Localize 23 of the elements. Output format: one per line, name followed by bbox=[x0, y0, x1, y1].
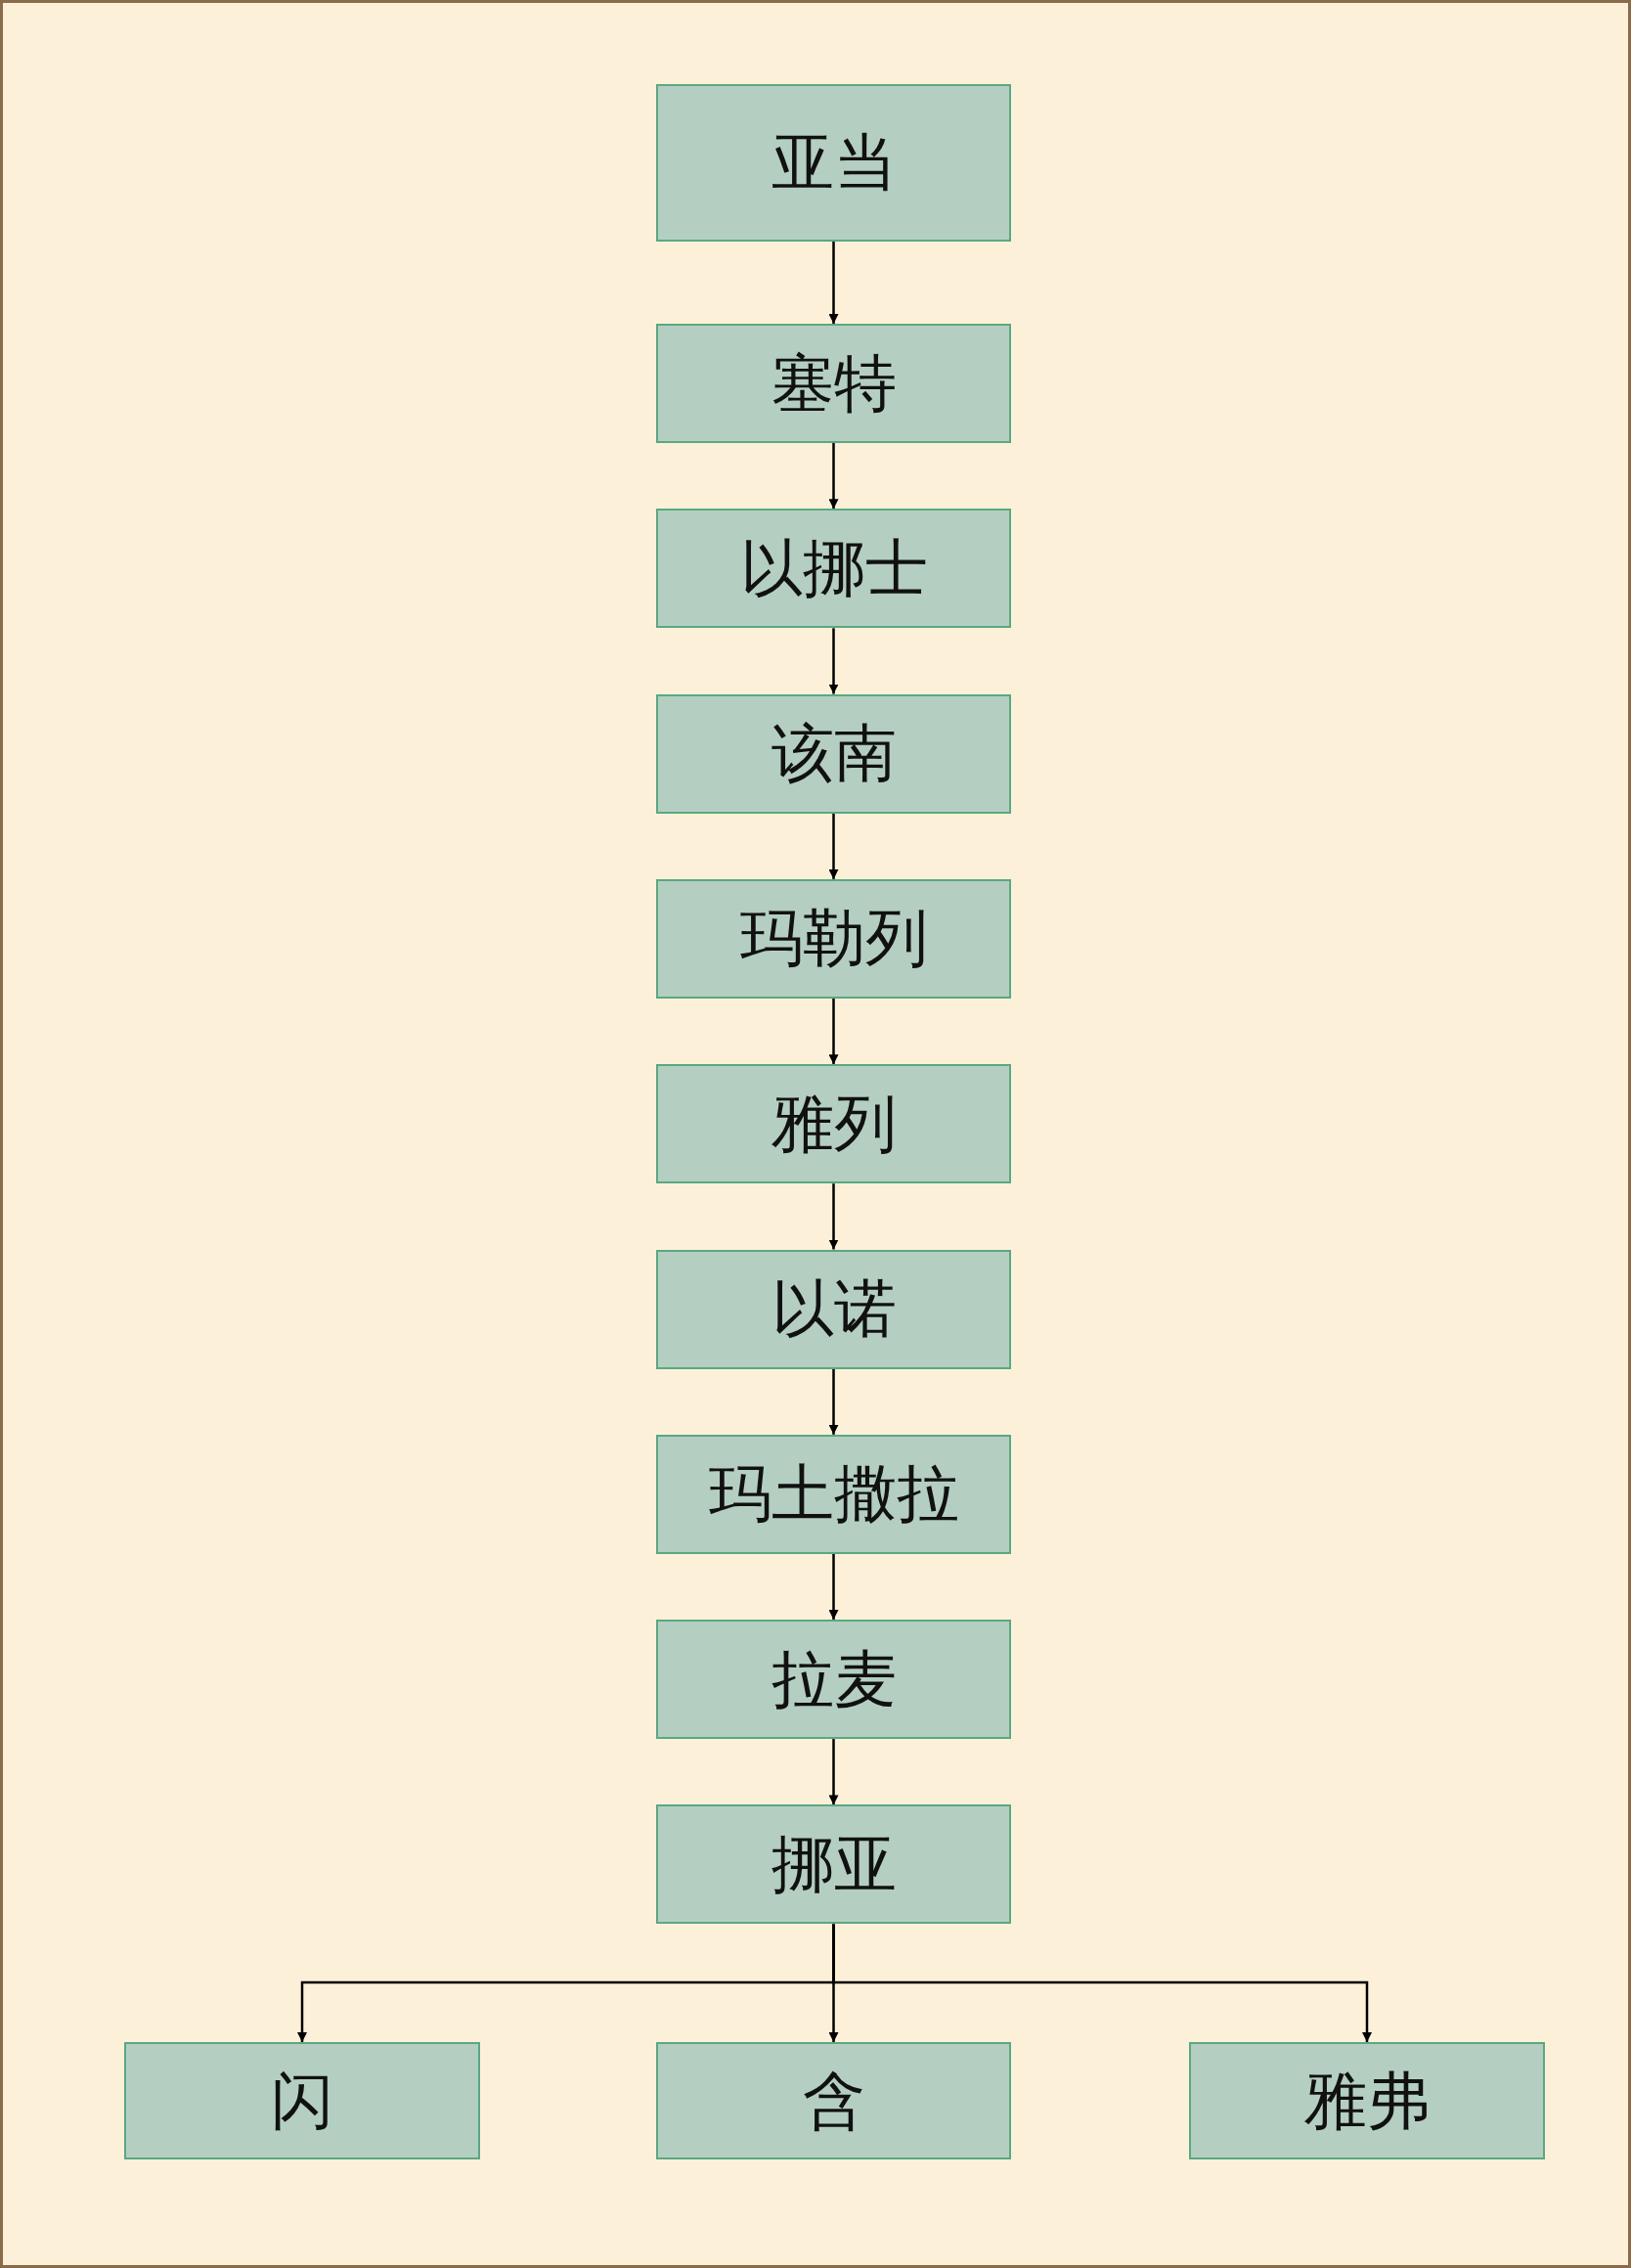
process-box: 塞特 bbox=[656, 324, 1011, 443]
process-box: 雅弗 bbox=[1189, 2042, 1545, 2159]
process-box: 以挪士 bbox=[656, 509, 1011, 629]
arrow bbox=[828, 628, 839, 694]
arrow bbox=[828, 1739, 839, 1805]
arrow bbox=[828, 242, 839, 324]
arrow bbox=[832, 1924, 1372, 2042]
arrow bbox=[828, 1553, 839, 1621]
process-box: 以诺 bbox=[656, 1249, 1011, 1369]
process-box: 玛土撒拉 bbox=[656, 1434, 1011, 1554]
process-box: 亚当 bbox=[656, 84, 1011, 242]
process-box: 闪 bbox=[124, 2042, 480, 2159]
process-box: 挪亚 bbox=[656, 1804, 1011, 1925]
process-box: 拉麦 bbox=[656, 1620, 1011, 1740]
arrow bbox=[828, 813, 839, 879]
arrow bbox=[828, 443, 839, 510]
arrow bbox=[828, 998, 839, 1065]
arrow bbox=[828, 1183, 839, 1250]
process-box: 玛勒列 bbox=[656, 878, 1011, 999]
arrow bbox=[828, 1368, 839, 1435]
process-box: 该南 bbox=[656, 693, 1011, 814]
process-box: 雅列 bbox=[656, 1064, 1011, 1184]
process-box: 含 bbox=[656, 2042, 1011, 2159]
